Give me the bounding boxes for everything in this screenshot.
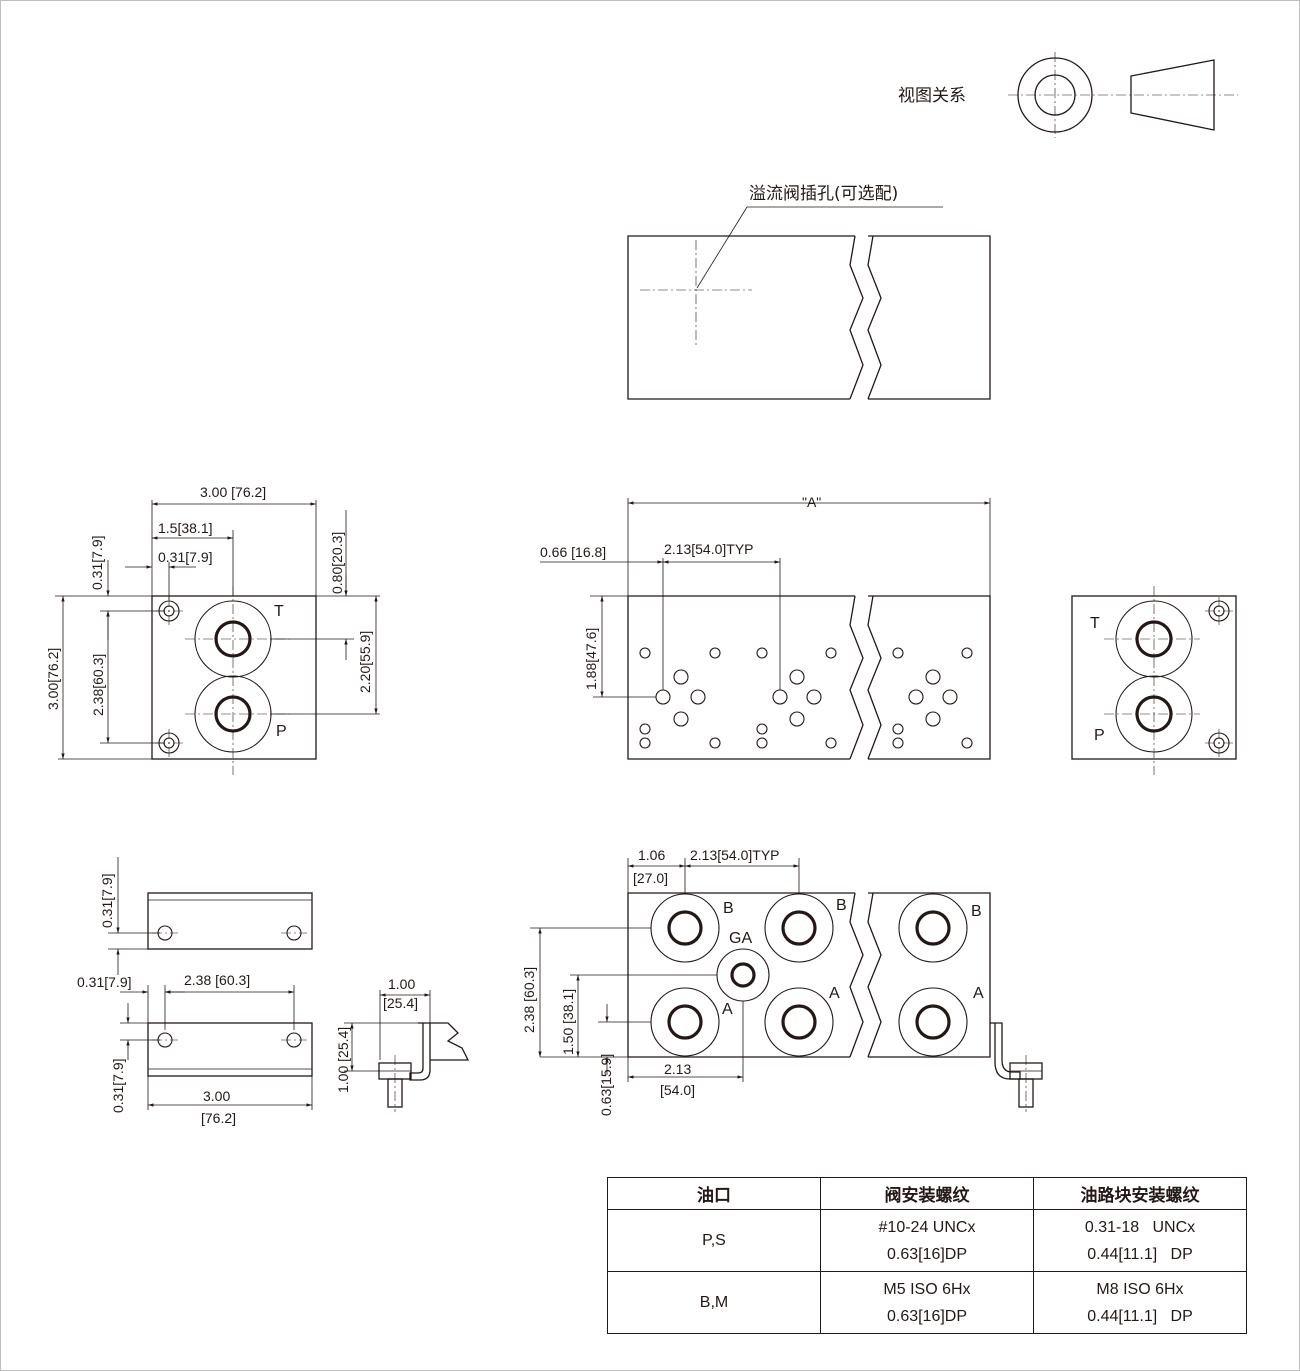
cell-valve-thread: M5 ISO 6Hx 0.63[16]DP — [820, 1271, 1034, 1334]
port-label-ga: GA — [729, 930, 752, 947]
bracket-top-view: 0.31[7.9] — [99, 857, 313, 975]
port-label-a2: A — [829, 985, 840, 1002]
port-label-t-right: T — [1090, 615, 1100, 632]
dim-end-top-offset: 0.31[7.9] — [89, 536, 105, 591]
dim-bracket-side: 0.31[7.9] — [110, 1059, 126, 1114]
dim-end-right-span: 2.20[55.9] — [357, 631, 373, 693]
port-label-a3: A — [973, 985, 984, 1002]
dim-bottom-pitch: 2.13[54.0]TYP — [690, 847, 780, 863]
top-view-plain: 溢流阀插孔(可选配) — [627, 184, 991, 400]
dim-top-first: 0.66 [16.8] — [540, 544, 606, 560]
dim-bottom-first-b: [27.0] — [633, 870, 668, 886]
dim-top-pitch: 2.13[54.0]TYP — [664, 541, 754, 557]
cell-block-line1: 0.31-18 UNCx — [1084, 1218, 1196, 1236]
port-label-b1: B — [723, 900, 734, 917]
dim-bracket-prof-h: 1.00 [25.4] — [335, 1027, 351, 1093]
dim-bottom-ga-b: [54.0] — [660, 1082, 695, 1098]
cell-block-thread: M8 ISO 6Hx 0.44[11.1] DP — [1033, 1271, 1247, 1334]
port-label-b3: B — [971, 903, 982, 920]
cell-block-thread: 0.31-18 UNCx 0.44[11.1] DP — [1033, 1209, 1247, 1272]
dim-bracket-span: 2.38 [60.3] — [184, 972, 250, 988]
dim-end-width: 3.00 [76.2] — [200, 484, 266, 500]
dim-bottom-first-a: 1.06 — [638, 847, 665, 863]
port-label-p: P — [276, 723, 287, 740]
header-port: 油口 — [607, 1177, 821, 1210]
cell-valve-line2: 0.63[16]DP — [886, 1307, 968, 1325]
dim-bracket-left: 0.31[7.9] — [77, 974, 132, 990]
thread-spec-table: 油口 阀安装螺纹 油路块安装螺纹 P,S #10-24 UNCx 0.63[16… — [607, 1177, 1247, 1334]
port-label-a1: A — [722, 1001, 733, 1018]
mounting-hole-pattern — [639, 647, 973, 749]
end-view-left: T P 3.00 [76.2] 1.5[38.1] 0.31[7.9] 0.31… — [45, 484, 380, 775]
table-header-row: 油口 阀安装螺纹 油路块安装螺纹 — [607, 1177, 1247, 1210]
dim-bottom-low: 0.63[15.9] — [598, 1054, 614, 1116]
cell-valve-line1: #10-24 UNCx — [878, 1218, 976, 1236]
dim-bracket-prof-b: [25.4] — [383, 995, 418, 1011]
port-label-b2: B — [836, 897, 847, 914]
cell-port: B,M — [607, 1271, 821, 1334]
dim-bottom-height: 2.38 [60.3] — [521, 967, 537, 1033]
bracket-profile: 1.00 [25.4] 1.00 [25.4] — [335, 976, 470, 1112]
dim-a-length: "A" — [802, 494, 821, 510]
cell-valve-thread: #10-24 UNCx 0.63[16]DP — [820, 1209, 1034, 1272]
header-block-thread: 油路块安装螺纹 — [1033, 1177, 1247, 1210]
table-row: B,M M5 ISO 6Hx 0.63[16]DP M8 ISO 6Hx 0.4… — [607, 1271, 1247, 1334]
dim-bottom-ga-a: 2.13 — [664, 1061, 691, 1077]
cell-port: P,S — [607, 1209, 821, 1272]
bracket-front-view: 0.31[7.9] 2.38 [60.3] 0.31[7.9] 3.00 [76… — [77, 972, 313, 1126]
dim-bracket-top: 0.31[7.9] — [99, 874, 115, 929]
dim-bracket-width-b: [76.2] — [201, 1110, 236, 1126]
view-relation-symbol: 视图关系 — [898, 52, 1238, 138]
dim-end-hole-span: 2.38[60.3] — [90, 654, 106, 716]
end-view-right: T P — [1071, 586, 1237, 775]
dim-end-height: 3.00[76.2] — [45, 648, 61, 710]
dim-bracket-prof-a: 1.00 — [388, 976, 415, 992]
cell-block-line1: M8 ISO 6Hx — [1096, 1280, 1184, 1298]
dim-end-center: 1.5[38.1] — [158, 520, 213, 536]
table-row: P,S #10-24 UNCx 0.63[16]DP 0.31-18 UNCx … — [607, 1209, 1247, 1272]
cell-valve-line1: M5 ISO 6Hx — [883, 1280, 971, 1298]
relief-valve-label: 溢流阀插孔(可选配) — [749, 184, 898, 204]
view-relation-label: 视图关系 — [898, 86, 966, 106]
top-view-holes: "A" 0.66 [16.8] 2.13[54.0]TYP 1.88[47.6] — [540, 494, 991, 760]
dim-end-right-top: 0.80[20.3] — [329, 532, 345, 594]
cell-block-line2: 0.44[11.1] DP — [1087, 1307, 1193, 1325]
port-label-p-right: P — [1094, 727, 1105, 744]
dim-bottom-mid: 1.50 [38.1] — [560, 989, 576, 1055]
dim-end-hole-offset: 0.31[7.9] — [158, 549, 213, 565]
cell-valve-line2: 0.63[16]DP — [886, 1245, 968, 1263]
front-view-ports: B B B GA A A A 1.06 [27.0] 2.13[54.0]TYP… — [521, 847, 1043, 1116]
dim-bracket-width-a: 3.00 — [203, 1088, 230, 1104]
cell-block-line2: 0.44[11.1] DP — [1087, 1245, 1193, 1263]
port-label-t: T — [274, 603, 284, 620]
header-valve-thread: 阀安装螺纹 — [820, 1177, 1034, 1210]
dim-top-depth: 1.88[47.6] — [583, 628, 599, 690]
